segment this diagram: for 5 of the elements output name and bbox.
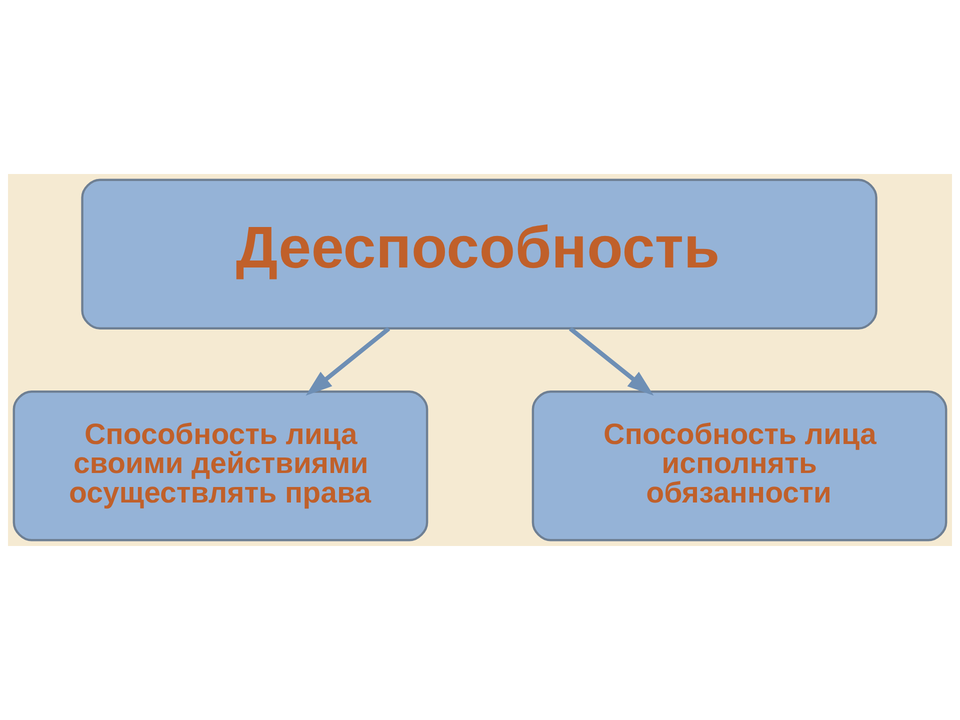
arrow [568, 326, 654, 396]
node-box: Способность лица исполнять обязанности [532, 390, 948, 542]
node-box: Способность лица своими действиями осуществлять права [12, 390, 428, 542]
arrow [306, 326, 390, 396]
node-box: Дееспособность [81, 178, 878, 330]
